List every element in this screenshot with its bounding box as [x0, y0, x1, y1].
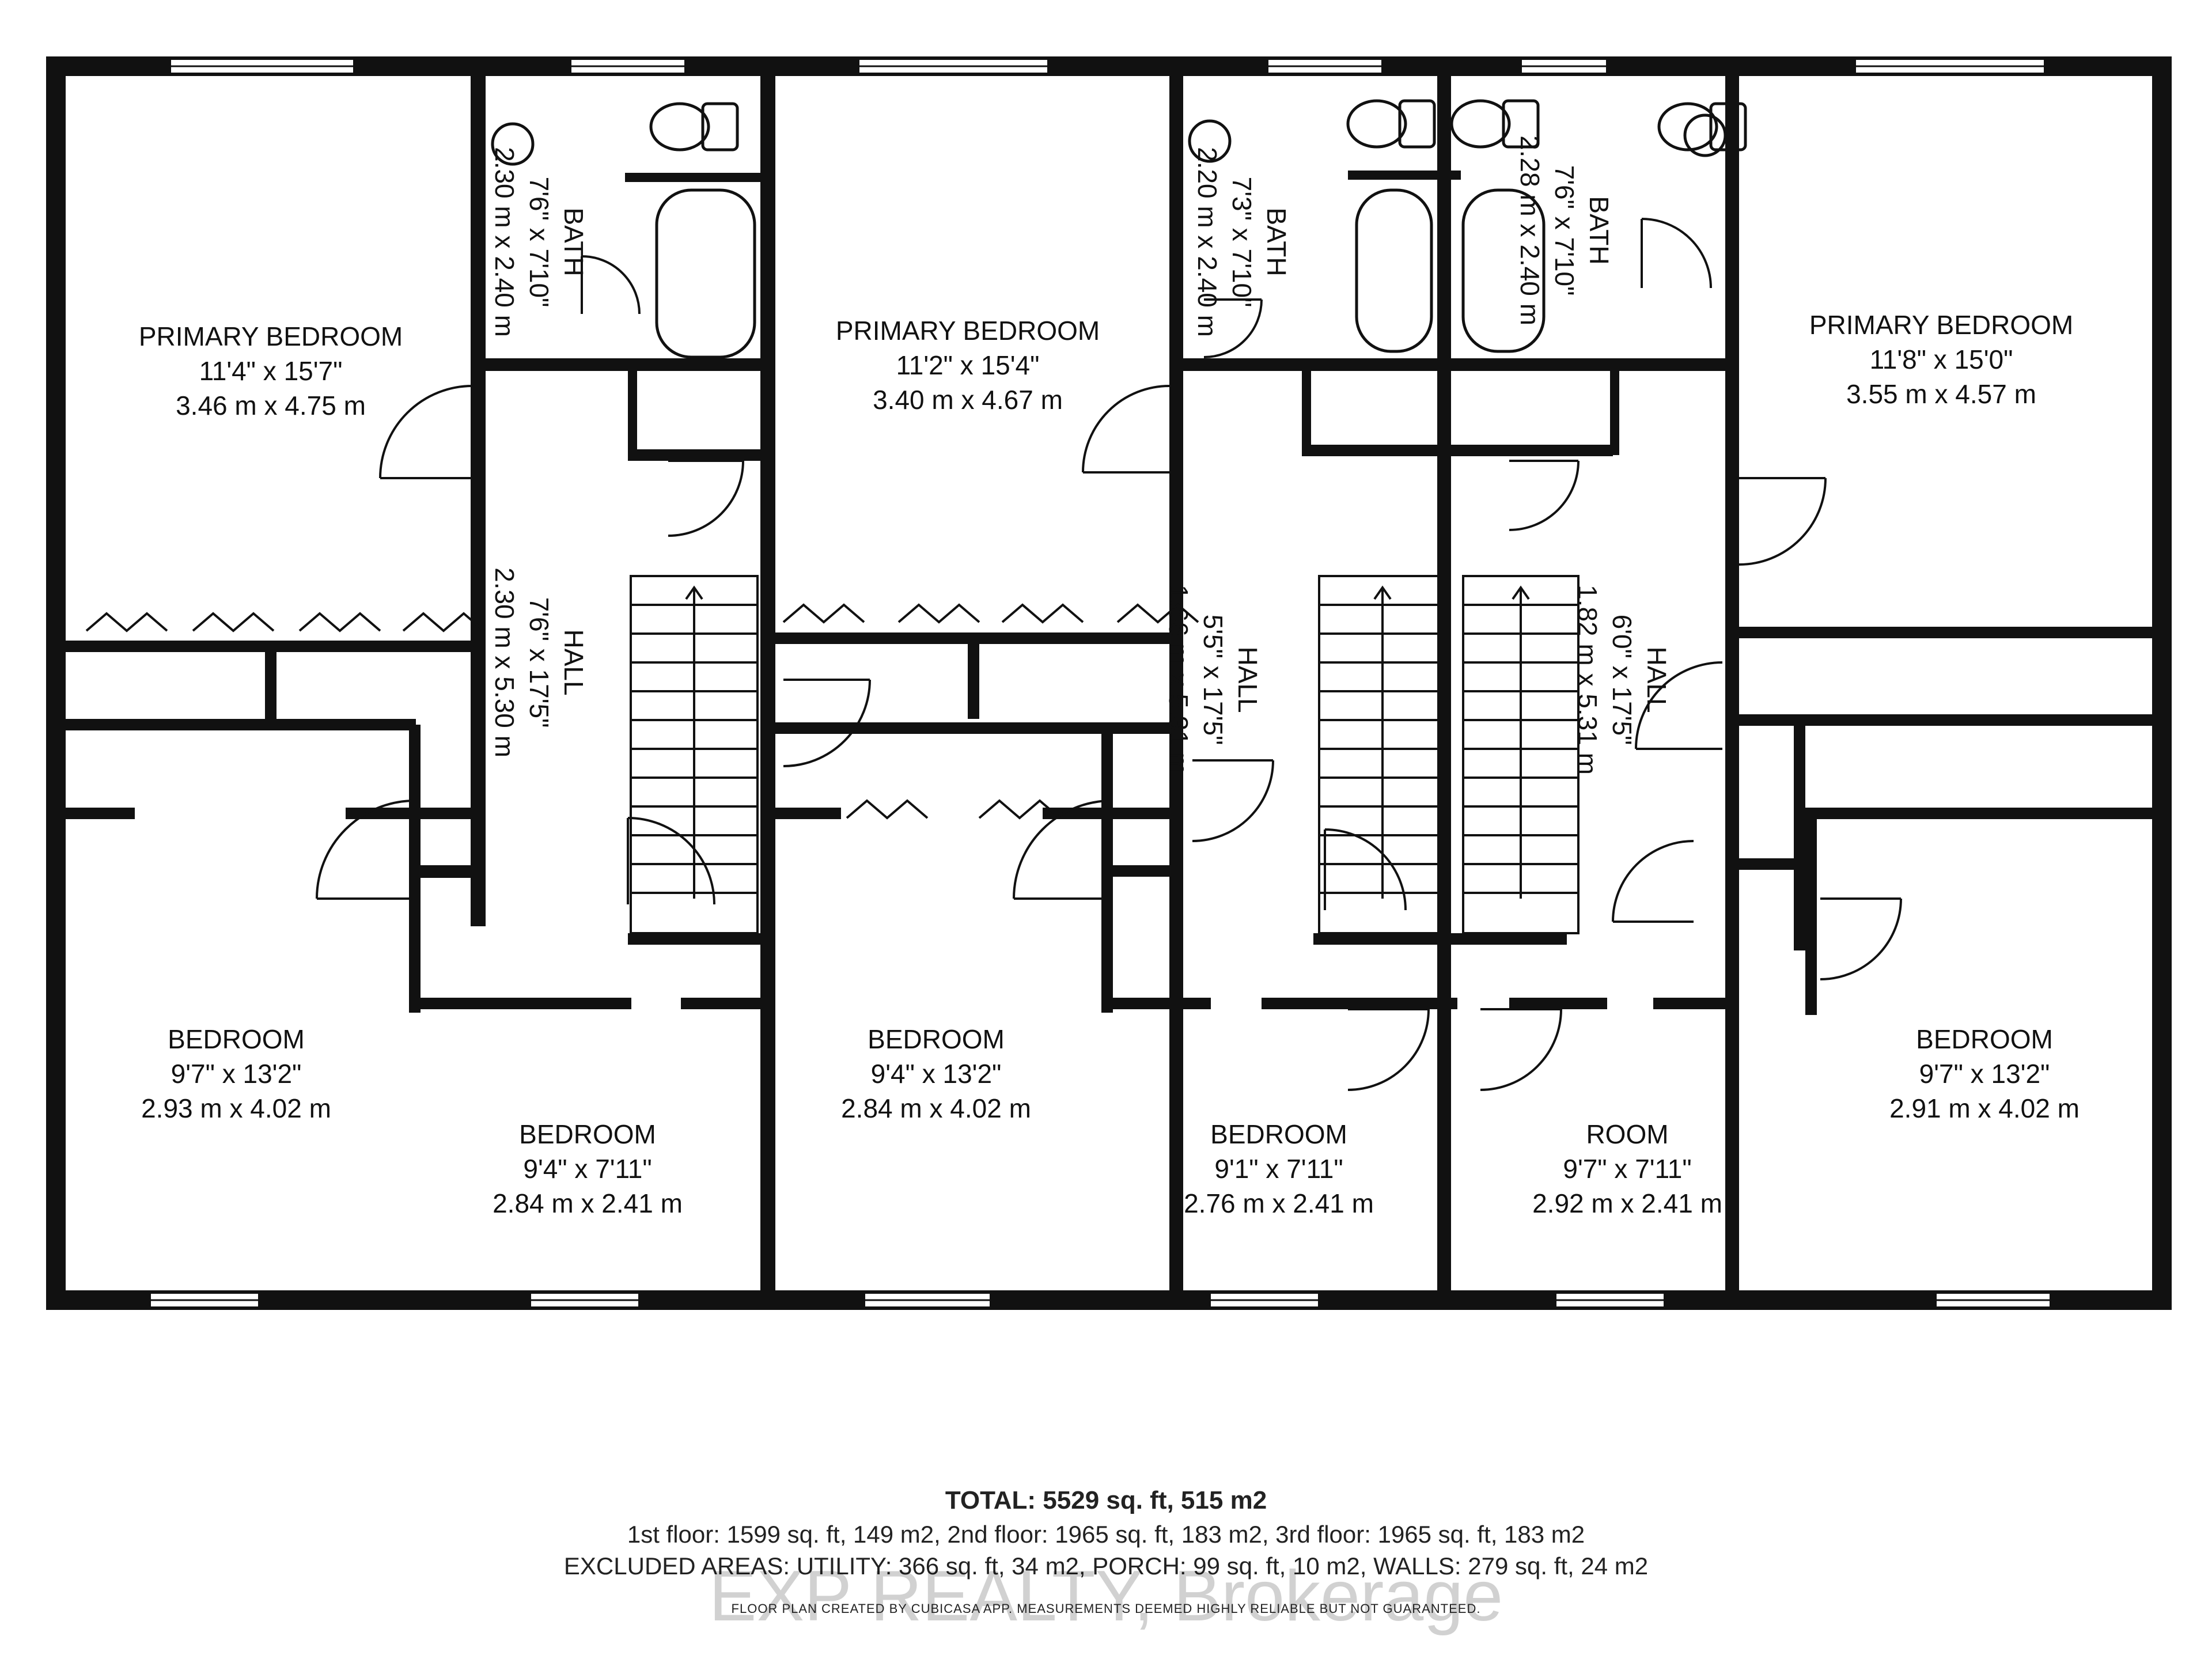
room-label-bed4: BEDROOM 9'1" x 7'11" 2.76 m x 2.41 m: [1184, 1119, 1374, 1218]
room-label-bed3: BEDROOM 9'4" x 13'2" 2.84 m x 4.02 m: [841, 1024, 1031, 1123]
room-imperial: 9'1" x 7'11": [1214, 1154, 1343, 1184]
room-metric: 2.76 m x 2.41 m: [1184, 1188, 1374, 1218]
room-imperial: 9'4" x 13'2": [871, 1059, 1002, 1089]
room-imperial: 9'7" x 13'2": [1919, 1059, 2050, 1089]
room-name: BEDROOM: [1916, 1024, 2053, 1054]
room-metric: 2.91 m x 4.02 m: [1889, 1093, 2080, 1123]
room-name: HALL: [1233, 646, 1263, 713]
room-metric: 2.20 m x 2.40 m: [1192, 147, 1222, 337]
room-metric: 2.30 m x 5.30 m: [490, 567, 520, 757]
room-imperial: 11'8" x 15'0": [1870, 344, 2013, 374]
room-imperial: 9'4" x 7'11": [523, 1154, 652, 1184]
room-name: BATH: [559, 207, 589, 276]
room-metric: 2.84 m x 2.41 m: [493, 1188, 683, 1218]
room-labels: PRIMARY BEDROOM 11'4" x 15'7" 3.46 m x 4.7…: [139, 135, 2080, 1218]
room-imperial: 7'6" x 17'5": [524, 597, 554, 728]
room-imperial: 11'2" x 15'4": [896, 350, 1040, 380]
room-name: BEDROOM: [168, 1024, 305, 1054]
room-name: BEDROOM: [1210, 1119, 1347, 1149]
total-area: TOTAL: 5529 sq. ft, 515 m2: [945, 1486, 1267, 1514]
room-metric: 2.84 m x 4.02 m: [841, 1093, 1031, 1123]
room-label-bed1: BEDROOM 9'7" x 13'2" 2.93 m x 4.02 m: [141, 1024, 331, 1123]
room-label-room1: ROOM 9'7" x 7'11" 2.92 m x 2.41 m: [1532, 1119, 1722, 1218]
room-metric: 3.55 m x 4.57 m: [1846, 379, 2036, 409]
room-metric: 2.92 m x 2.41 m: [1532, 1188, 1722, 1218]
walls: [46, 56, 2172, 1310]
room-imperial: 7'3" x 7'10": [1227, 177, 1257, 308]
room-label-pb3: PRIMARY BEDROOM 11'8" x 15'0" 3.55 m x 4.5…: [1809, 310, 2073, 409]
windows: [149, 58, 2052, 1309]
room-metric: 2.28 m x 2.40 m: [1515, 135, 1545, 325]
room-name: ROOM: [1586, 1119, 1668, 1149]
room-metric: 1.66 m x 5.31 m: [1164, 585, 1194, 775]
stairs: [630, 575, 1580, 934]
room-imperial: 9'7" x 7'11": [1563, 1154, 1691, 1184]
room-imperial: 6'0" x 17'5": [1607, 615, 1637, 745]
room-name: PRIMARY BEDROOM: [139, 321, 403, 351]
brokerage-watermark: EXP REALTY, Brokerage: [709, 1556, 1503, 1636]
room-name: BATH: [1262, 207, 1291, 276]
room-imperial: 5'5" x 17'5": [1198, 615, 1228, 745]
excluded-areas: EXCLUDED AREAS: UTILITY: 366 sq. ft, 34 …: [563, 1552, 1649, 1580]
room-imperial: 7'6" x 7'10": [524, 177, 554, 308]
room-metric: 2.30 m x 2.40 m: [490, 147, 520, 337]
room-name: BEDROOM: [868, 1024, 1005, 1054]
room-label-bed5: BEDROOM 9'7" x 13'2" 2.91 m x 4.02 m: [1889, 1024, 2080, 1123]
fixtures: [491, 99, 1747, 359]
floor-areas: 1st floor: 1599 sq. ft, 149 m2, 2nd floo…: [627, 1521, 1585, 1548]
room-metric: 3.40 m x 4.67 m: [873, 385, 1063, 415]
room-name: BEDROOM: [519, 1119, 656, 1149]
room-metric: 2.93 m x 4.02 m: [141, 1093, 331, 1123]
room-name: HALL: [1642, 646, 1672, 713]
room-name: PRIMARY BEDROOM: [836, 316, 1100, 346]
room-name: BATH: [1584, 196, 1614, 264]
room-imperial: 7'6" x 7'10": [1550, 165, 1580, 296]
room-label-bed2: BEDROOM 9'4" x 7'11" 2.84 m x 2.41 m: [493, 1119, 683, 1218]
room-metric: 3.46 m x 4.75 m: [176, 391, 366, 421]
room-name: PRIMARY BEDROOM: [1809, 310, 2073, 340]
room-name: HALL: [559, 629, 589, 695]
floor-plan-credit: FLOOR PLAN CREATED BY CUBICASA APP. MEAS…: [731, 1601, 1481, 1616]
room-label-pb2: PRIMARY BEDROOM 11'2" x 15'4" 3.40 m x 4.6…: [836, 316, 1100, 415]
room-label-pb1: PRIMARY BEDROOM 11'4" x 15'7" 3.46 m x 4.7…: [139, 321, 403, 421]
room-metric: 1.82 m x 5.31 m: [1573, 585, 1603, 775]
room-imperial: 11'4" x 15'7": [199, 356, 343, 386]
room-imperial: 9'7" x 13'2": [171, 1059, 302, 1089]
